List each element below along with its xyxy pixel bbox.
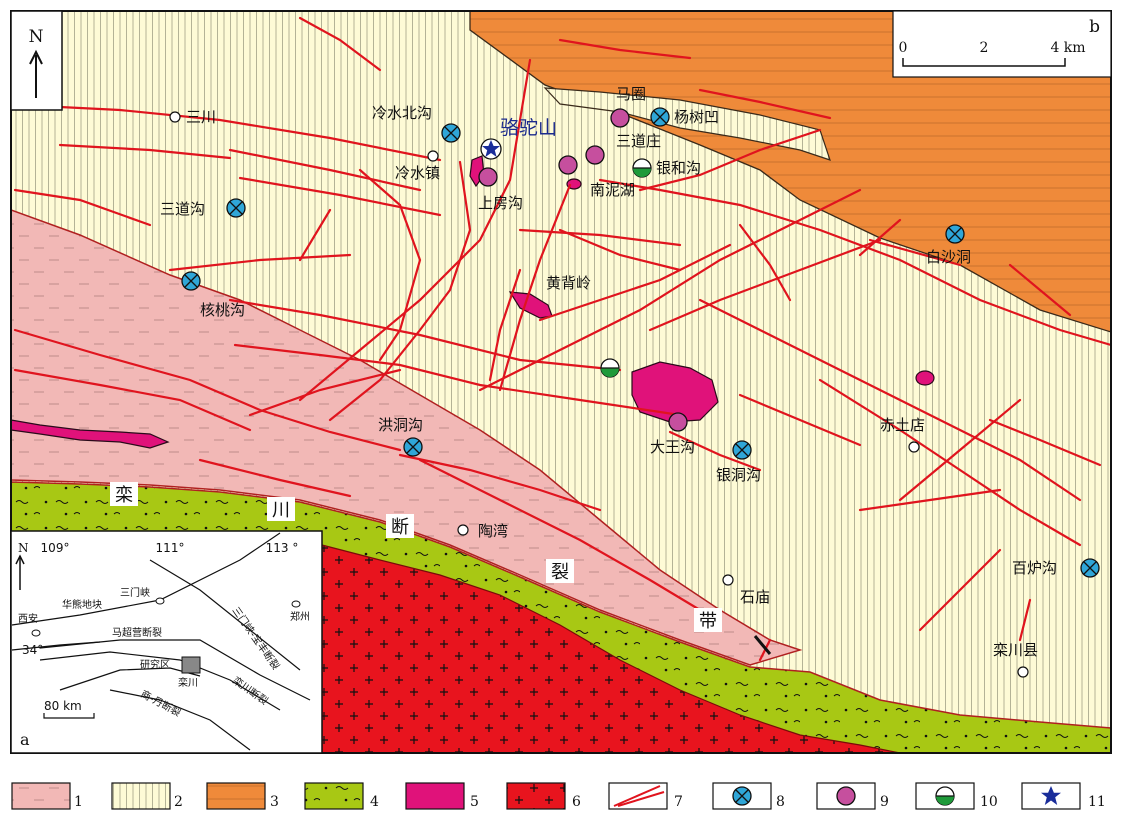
map-symbols bbox=[169, 107, 1100, 678]
inset-lon-111: 111° bbox=[156, 541, 185, 555]
label-yindonggou: 银洞沟 bbox=[716, 466, 761, 484]
panel-a-letter: a bbox=[20, 730, 30, 749]
legend-item-7: 7 bbox=[608, 782, 683, 810]
inset-study-area-box bbox=[181, 656, 201, 674]
inset-sanmenxia: 三门峡 bbox=[120, 586, 150, 599]
legend-item-10: 10 bbox=[915, 782, 998, 810]
unit-1-area bbox=[11, 209, 803, 666]
belt-char-1: 栾 bbox=[115, 485, 133, 506]
map-frame bbox=[10, 10, 1112, 754]
inset-north-label: N bbox=[18, 541, 29, 555]
label-huangbeiling: 黄背岭 bbox=[546, 274, 591, 292]
north-arrow: N bbox=[10, 10, 63, 111]
legend-item-3: 3 bbox=[206, 782, 279, 810]
legend-item-1: 1 bbox=[11, 782, 83, 810]
scale-mid: 2 bbox=[980, 40, 989, 56]
unit-2-tongue bbox=[543, 87, 831, 161]
inset-zhengzhou: 郑州 bbox=[290, 610, 310, 623]
label-lengshuibeigou: 冷水北沟 bbox=[372, 104, 432, 122]
town-lengshuizhen-marker bbox=[427, 150, 439, 162]
label-bailugou: 百炉沟 bbox=[1012, 559, 1057, 577]
belt-char-2: 川 bbox=[272, 500, 290, 521]
legend-item-4: 4 bbox=[304, 782, 379, 810]
legend-item-8: 8 bbox=[712, 782, 785, 810]
svg-text:4: 4 bbox=[370, 794, 379, 810]
town-taowan-marker bbox=[457, 524, 469, 536]
faults bbox=[13, 16, 1111, 662]
scale-end: 4 km bbox=[1050, 40, 1085, 56]
unit-6-area bbox=[321, 544, 901, 753]
label-hetaogou: 核桃沟 bbox=[200, 301, 245, 319]
label-dawanggou: 大王沟 bbox=[650, 438, 695, 456]
label-sandaozhuang: 三道庄 bbox=[616, 132, 661, 150]
label-baishadong: 白沙洞 bbox=[926, 248, 971, 266]
place-labels: 三川 冷水北沟 骆驼山 马圈 杨树凹 三道庄 银和沟 南泥湖 冷水镇 上房沟 三… bbox=[160, 85, 1057, 659]
deposit-type-10-markers bbox=[600, 158, 652, 378]
label-nannihu: 南泥湖 bbox=[590, 181, 635, 199]
town-luanchuan-marker bbox=[1017, 666, 1029, 678]
legend-item-5: 5 bbox=[405, 782, 479, 810]
black-fault-segment bbox=[753, 635, 772, 655]
svg-text:5: 5 bbox=[470, 794, 479, 810]
deposit-type-8-markers bbox=[181, 107, 1100, 578]
scale-zero: 0 bbox=[899, 40, 908, 56]
label-taowan: 陶湾 bbox=[478, 522, 508, 540]
inset-machaoying: 马超营断裂 bbox=[112, 626, 162, 639]
legend-item-9: 9 bbox=[816, 782, 889, 810]
label-sanchuan: 三川 bbox=[186, 108, 216, 126]
inset-huaxiong: 华熊地块 bbox=[62, 598, 102, 611]
fault-belt-label: 栾 川 断 裂 带 bbox=[110, 482, 722, 632]
label-maquan: 马圈 bbox=[616, 85, 646, 103]
belt-char-3: 断 bbox=[391, 517, 409, 538]
label-shangfanggou: 上房沟 bbox=[478, 194, 523, 212]
svg-text:10: 10 bbox=[980, 794, 998, 810]
svg-text:7: 7 bbox=[674, 794, 683, 810]
inset-xian: 西安 bbox=[18, 612, 38, 625]
svg-text:2: 2 bbox=[174, 794, 183, 810]
svg-text:8: 8 bbox=[776, 794, 785, 810]
scale-box: b 0 2 4 km bbox=[892, 10, 1112, 78]
inset-lon-113: 113 ° bbox=[266, 541, 299, 555]
label-lengshuizhen: 冷水镇 bbox=[395, 164, 440, 182]
inset-scale-label: 80 km bbox=[44, 699, 82, 713]
legend-item-11: 11 bbox=[1021, 782, 1106, 810]
inset-study-area: 研究区 bbox=[140, 658, 170, 671]
inset-luanchuan: 栾川 bbox=[178, 676, 198, 689]
label-chitudian: 赤土店 bbox=[880, 416, 925, 434]
north-label: N bbox=[29, 27, 44, 47]
belt-char-5: 带 bbox=[699, 611, 717, 632]
inset-lat-34: 34° bbox=[22, 643, 43, 657]
svg-text:11: 11 bbox=[1088, 794, 1106, 810]
label-sandaogou: 三道沟 bbox=[160, 200, 205, 218]
town-sanchuan-marker bbox=[169, 111, 181, 123]
label-luotuoshan: 骆驼山 bbox=[500, 117, 557, 139]
town-chitudian-marker bbox=[908, 441, 920, 453]
label-yangshuao: 杨树凹 bbox=[674, 108, 719, 126]
label-luanchuanxian: 栾川县 bbox=[993, 641, 1038, 659]
town-shimiao-marker bbox=[722, 574, 734, 586]
deposit-type-9-markers bbox=[478, 108, 688, 432]
inset-lon-109: 109° bbox=[41, 541, 70, 555]
inset-map: N 109° 111° 113 ° 34° 西安 三门峡 郑州 华熊地块 马超营… bbox=[10, 530, 323, 754]
svg-text:3: 3 bbox=[270, 794, 279, 810]
svg-text:1: 1 bbox=[74, 794, 83, 810]
label-yinhegou: 银和沟 bbox=[656, 159, 701, 177]
label-hongdonggou: 洪洞沟 bbox=[378, 416, 423, 434]
svg-text:9: 9 bbox=[880, 794, 889, 810]
legend: 1 2 3 4 5 6 7 8 bbox=[11, 782, 1106, 810]
panel-b-letter: b bbox=[1089, 17, 1100, 37]
legend-item-6: 6 bbox=[506, 782, 581, 810]
belt-char-4: 裂 bbox=[551, 562, 569, 583]
legend-item-2: 2 bbox=[111, 782, 183, 810]
label-shimiao: 石庙 bbox=[740, 588, 770, 606]
luotuoshan-star bbox=[480, 138, 502, 160]
svg-text:6: 6 bbox=[572, 794, 581, 810]
